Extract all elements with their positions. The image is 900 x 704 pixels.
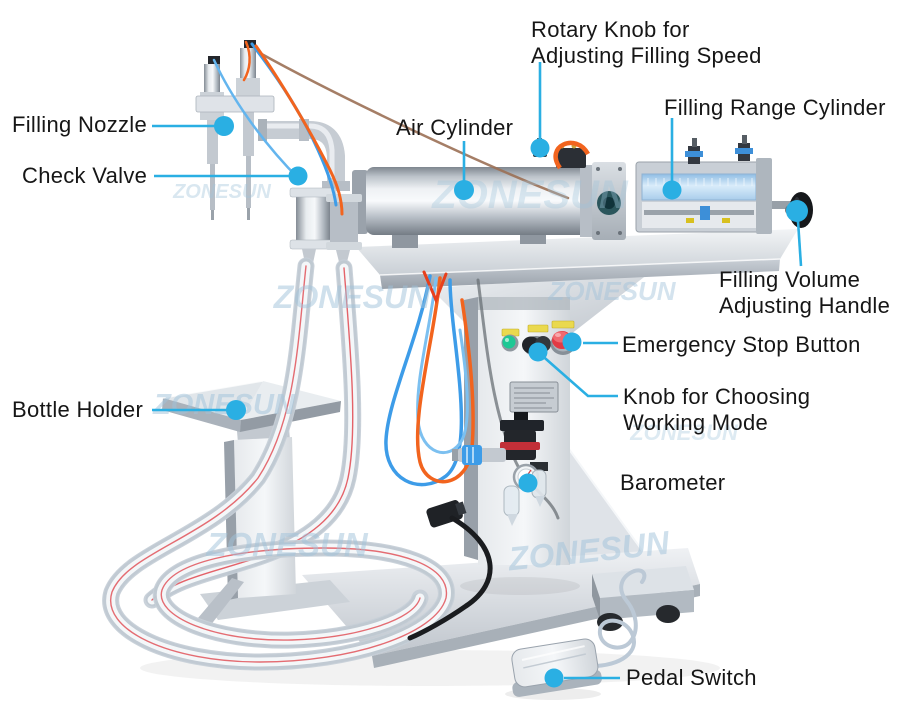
top-valves (685, 135, 753, 164)
callout-label-emergency-stop: Emergency Stop Button (622, 332, 861, 357)
hose-right (143, 259, 362, 609)
callout-dot-filling-range (662, 180, 682, 200)
watermark-text: ZONESUN (172, 181, 271, 203)
nameplate (509, 381, 559, 413)
power-cable (407, 500, 493, 641)
callout-dot-pedal-switch (544, 668, 564, 688)
check-valve-graphic (258, 119, 362, 268)
watermark-text: ZONESUN (547, 276, 676, 306)
cylinder-head (592, 162, 626, 240)
pneumatic-tubes (212, 40, 570, 520)
callout-dot-knob-working-mode (528, 342, 548, 362)
watermark-text: ZONESUN (629, 420, 739, 445)
callout-label-pedal-switch: Pedal Switch (626, 665, 757, 690)
callout-dot-rotary-knob (530, 138, 550, 158)
callout-dot-filling-nozzle (214, 116, 234, 136)
callout-dot-filling-volume (786, 200, 808, 222)
callout-label-check-valve: Check Valve (22, 163, 148, 188)
callout-dot-bottle-holder (226, 400, 246, 420)
watermark-text: ZONESUN (205, 526, 369, 563)
watermark-text: ZONESUN (152, 389, 296, 421)
callout-label-filling-range: Filling Range Cylinder (664, 95, 886, 120)
callout-label-bottle-holder: Bottle Holder (12, 397, 144, 422)
hoses (102, 257, 455, 671)
filling-range-cylinder-graphic (635, 135, 813, 234)
callout-line-knob-working-mode (537, 351, 618, 398)
callout-lines (152, 62, 808, 688)
callout-label-knob-working-mode: Knob for Choosing Working Mode (623, 384, 811, 435)
table-top (356, 229, 798, 289)
callout-label-rotary-knob: Rotary Knob for Adjusting Filling Speed (531, 17, 762, 68)
callout-label-air-cylinder: Air Cylinder (396, 115, 514, 140)
callout-dot-barometer (518, 473, 538, 493)
hose-left-coil (102, 257, 455, 671)
callout-dot-air-cylinder (454, 180, 474, 200)
callout-dot-emergency-stop (562, 332, 582, 352)
callout-line-filling-volume (796, 220, 803, 267)
callout-label-barometer: Barometer (620, 470, 726, 495)
callout-label-filling-nozzle: Filling Nozzle (12, 112, 148, 137)
start-button (501, 334, 519, 352)
callout-dot-check-valve (288, 166, 308, 186)
callout-label-filling-volume: Filling Volume Adjusting Handle (719, 267, 891, 318)
watermark-text: ZONESUN (273, 279, 431, 315)
